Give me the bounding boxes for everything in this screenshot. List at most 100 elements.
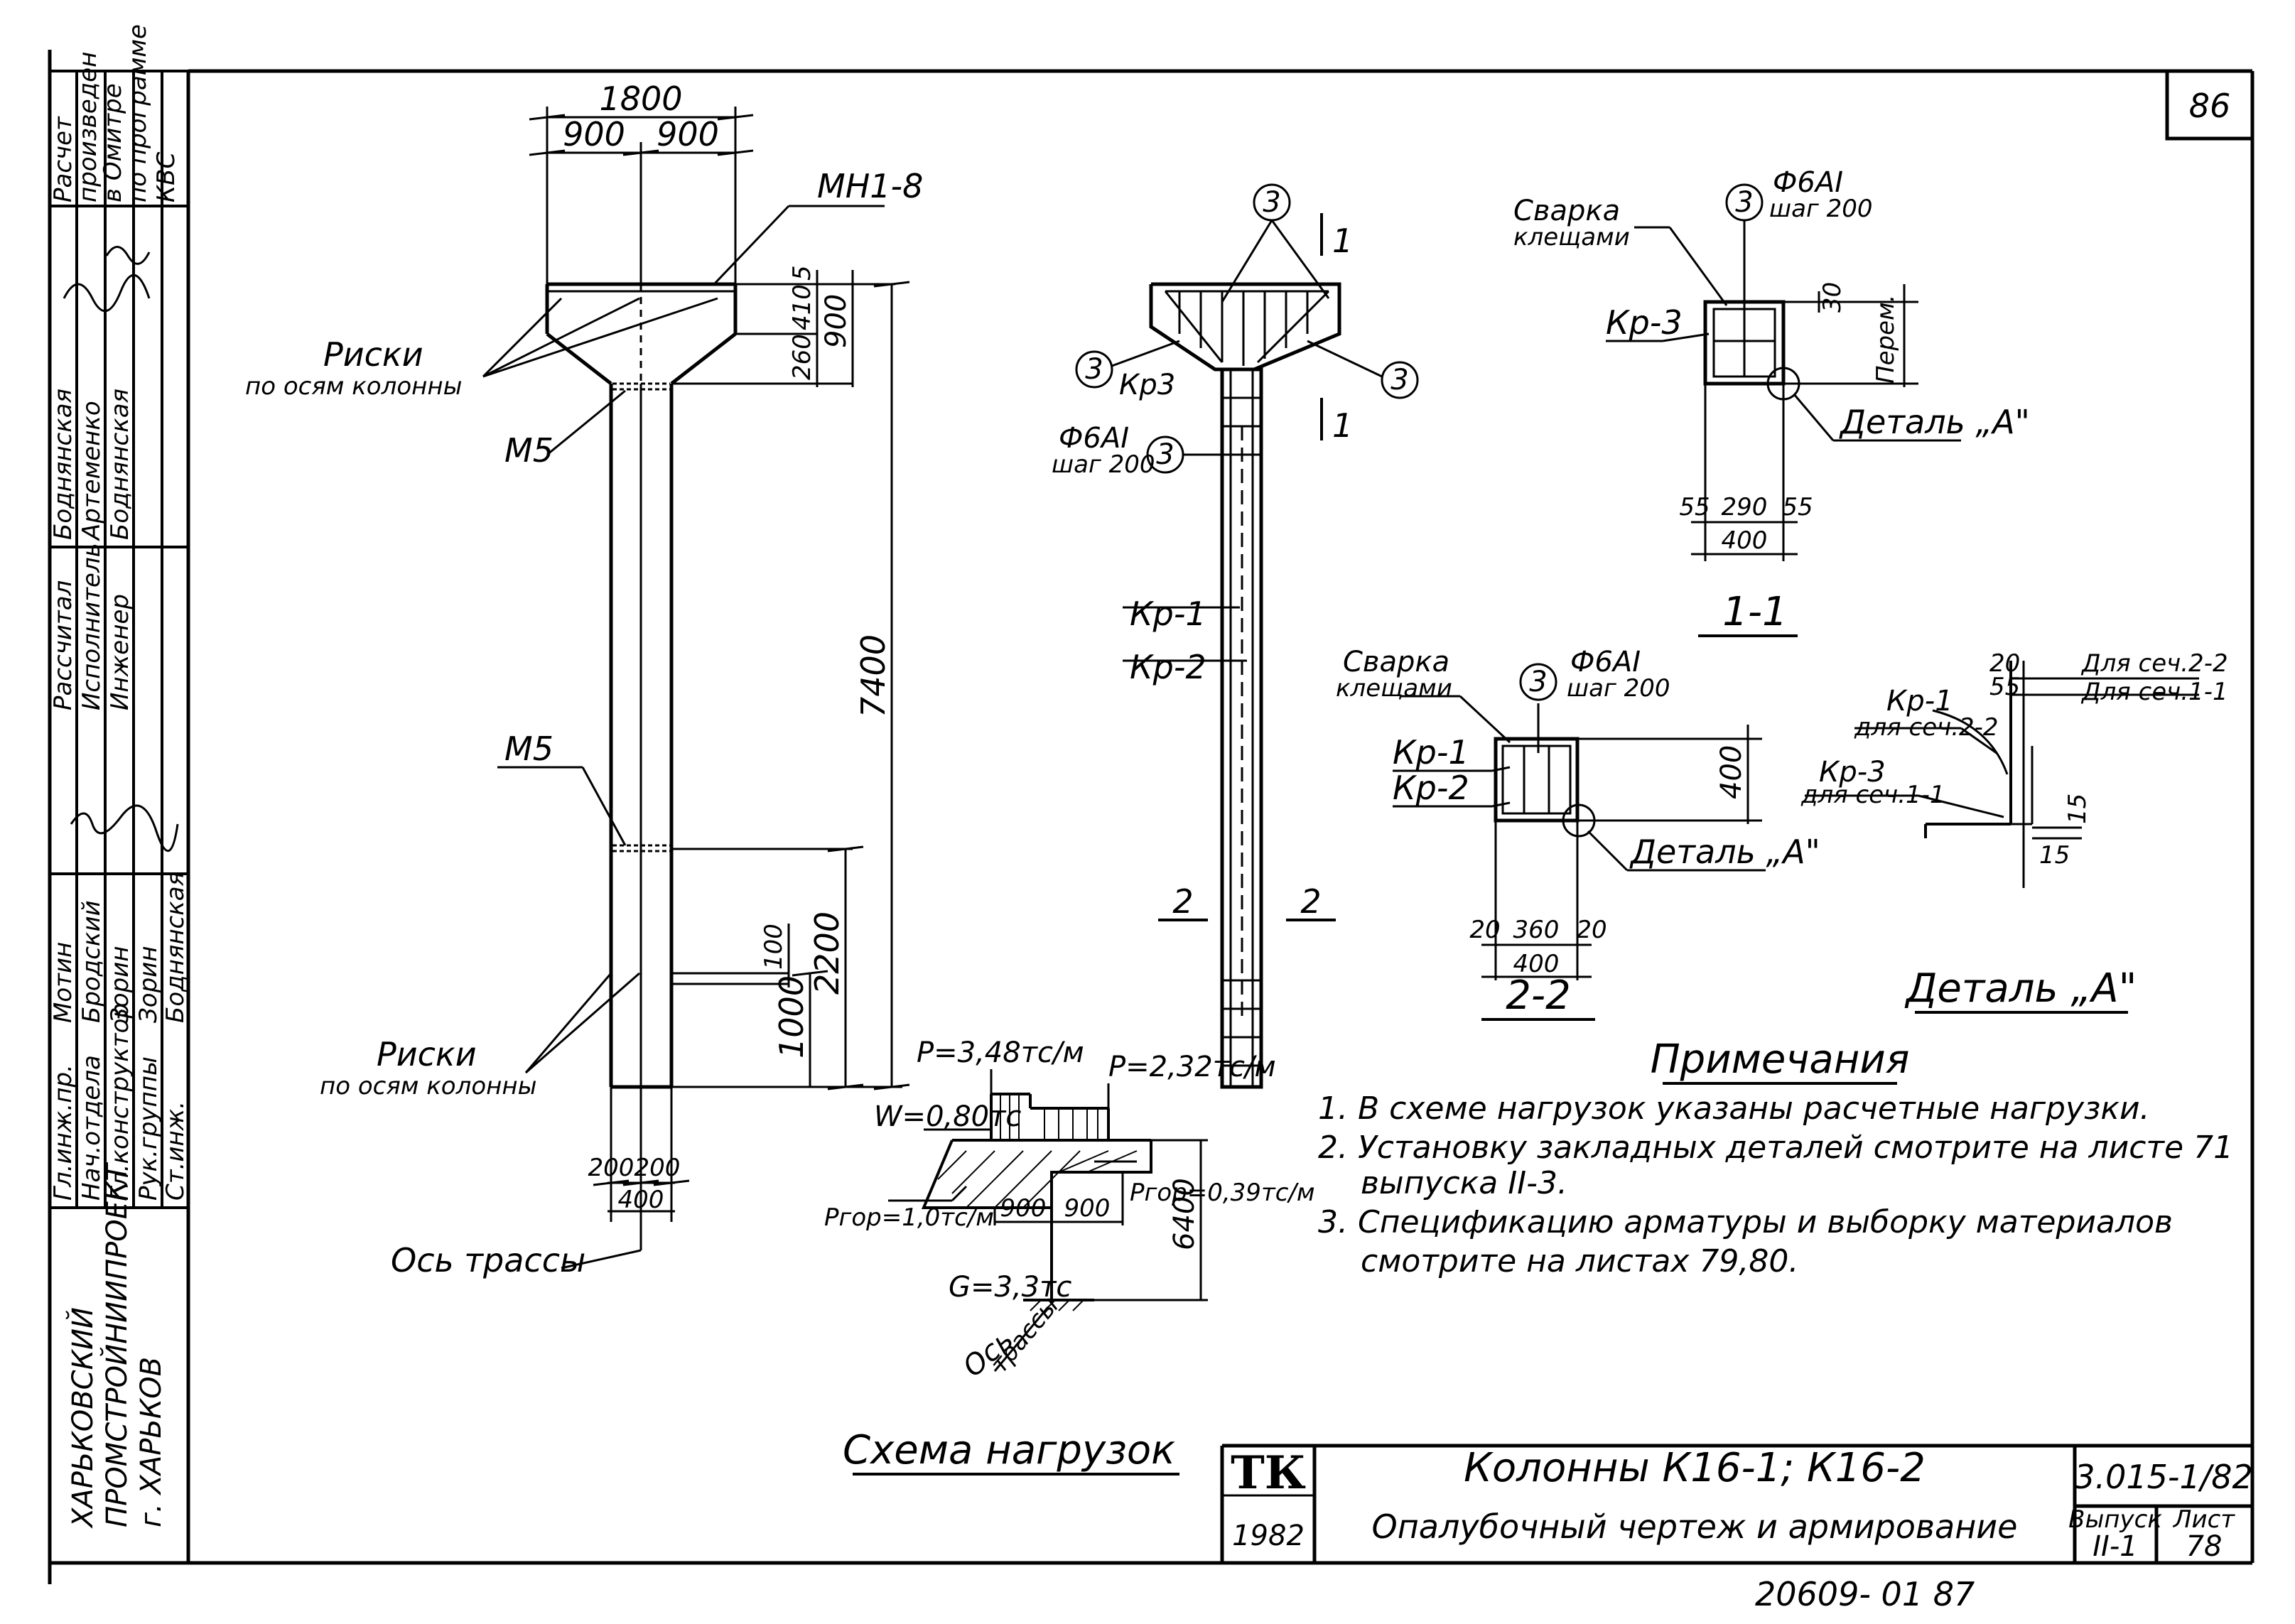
section-2-2-kr1: Кр-1 <box>1393 733 1469 772</box>
load-p1: P=3,48тс/м <box>917 1036 1084 1069</box>
tk-year: 1982 <box>1232 1520 1305 1552</box>
label-phi: Ф6АI <box>1059 422 1129 455</box>
section-2-2: 3 Ф6АI шаг 200 Сварка клещами Кр-1 Кр-2 … <box>1336 646 1820 1021</box>
label-riski-bottom-sub: по осям колонны <box>320 1072 536 1100</box>
load-g: G=3,3тс <box>949 1271 1071 1304</box>
detail-a-title: Деталь „А" <box>1904 965 2137 1012</box>
dim-1800: 1800 <box>599 80 682 118</box>
sheet-frame <box>48 50 2254 1584</box>
detail-a-for11: Для сеч.1-1 <box>2080 678 2228 706</box>
section-mark-2-right: 2 <box>1300 882 1321 921</box>
detail-a-d55: 55 <box>1989 673 2020 701</box>
section-2-2-title: 2-2 <box>1506 973 1570 1019</box>
stamp-name: Бродский <box>77 900 106 1023</box>
stamp-name: Боднянская <box>106 389 134 540</box>
stamp-role: Ст.инж. <box>161 1101 190 1201</box>
section-2-2-kr2: Кр-2 <box>1393 769 1469 807</box>
section-1-1-perem: Перем. <box>1872 295 1900 384</box>
dim-55-left: 55 <box>1679 493 1710 521</box>
dim-100: 100 <box>760 924 788 970</box>
detail-a-for22: Для сеч.2-2 <box>2080 649 2228 678</box>
dim-410: 410 <box>788 284 816 330</box>
stamp-role: Рук.группы <box>134 1056 163 1201</box>
dim-200-b: 200 <box>634 1154 681 1182</box>
stamp-role: Гл.инж.пр. <box>49 1064 77 1201</box>
section-2-2-d400: 400 <box>1715 745 1748 799</box>
stamp-name: Боднянская <box>49 389 77 540</box>
dim-900-height: 900 <box>820 294 853 348</box>
calc-note: по программе <box>124 24 152 202</box>
load-d6400: 6400 <box>1168 1178 1201 1250</box>
org-name-3: г. ХАРЬКОВ <box>135 1357 168 1527</box>
column-elevation: 1800 900 900 5 410 260 900 7400 100 2200… <box>245 80 923 1279</box>
label-kr2: Кр-2 <box>1130 648 1206 686</box>
label-riski-top: Риски <box>323 335 423 374</box>
dim-900-right: 900 <box>657 115 719 153</box>
title-line-2: Опалубочный чертеж и армирование <box>1372 1507 2018 1546</box>
stamp-role: Инженер <box>106 594 134 710</box>
left-stamp: ХАРЬКОВСКИЙ ПРОМСТРОЙНИИПРОЕКТ г. ХАРЬКО… <box>49 24 190 1529</box>
load-d900-b: 900 <box>1064 1194 1111 1223</box>
dim-2200: 2200 <box>808 911 846 995</box>
stamp-name: Артеменко <box>77 401 106 541</box>
section-1-1-title: 1-1 <box>1722 589 1787 635</box>
callout-3: 3 <box>1156 438 1174 471</box>
dim-200-a: 200 <box>588 1154 634 1182</box>
org-name-1: ХАРЬКОВСКИЙ <box>65 1307 99 1529</box>
label-axis: Ось трассы <box>391 1241 585 1279</box>
load-pgor1: Pгор=1,0тс/м <box>824 1203 994 1232</box>
stamp-role: Рассчитал <box>49 580 77 710</box>
callout-3: 3 <box>1263 186 1280 219</box>
signatures <box>63 246 179 852</box>
stamp-name: Боднянская <box>161 872 190 1023</box>
detail-a-kr3: Кр-3 <box>1819 756 1886 789</box>
stamp-name: Зорин <box>134 946 163 1023</box>
section-1-1-detail: Деталь „А" <box>1839 403 2030 441</box>
note-line: смотрите на листах 79,80. <box>1361 1243 1798 1279</box>
stamp-name: Мотин <box>49 942 77 1023</box>
section-1-1: 3 Ф6АI шаг 200 Сварка клещами Кр-3 30 Пе… <box>1513 166 2030 637</box>
detail-a-d15-a: 15 <box>2063 794 2092 824</box>
section-1-1-kr3: Кр-3 <box>1606 303 1683 342</box>
section-mark-2-left: 2 <box>1172 882 1193 921</box>
note-line: 3. Спецификацию арматуры и выборку матер… <box>1318 1204 2173 1240</box>
load-scheme: P=3,48тс/м P=2,32тс/м W=0,80тс Pгор=1,0т… <box>824 1036 1315 1476</box>
dim-900-left: 900 <box>563 115 625 153</box>
stamp-role: Гл.конструктор <box>106 1003 134 1201</box>
section-2-2-step: шаг 200 <box>1567 674 1670 703</box>
stamp-role: Исполнитель <box>77 543 106 710</box>
section-2-2-phi: Ф6АI <box>1570 646 1641 678</box>
label-kr3: Кр3 <box>1119 369 1175 401</box>
section-mark-1-bottom: 1 <box>1332 406 1353 445</box>
dim-360: 360 <box>1513 916 1560 944</box>
section-2-2-callout: 3 <box>1529 666 1547 698</box>
section-2-2-weld-sub: клещами <box>1336 674 1452 703</box>
sheet-value: 78 <box>2186 1530 2223 1563</box>
section-1-1-weld: Сварка <box>1513 195 1620 227</box>
calc-note: произведен <box>74 52 102 202</box>
doc-code: 3.015-1/82 <box>2074 1458 2253 1496</box>
load-d900-a: 900 <box>1000 1194 1047 1223</box>
detail-a-d15-b: 15 <box>2039 841 2070 870</box>
label-riski-bottom: Риски <box>377 1035 477 1073</box>
section-2-2-detail: Деталь „А" <box>1629 833 1820 871</box>
section-2-2-weld: Сварка <box>1343 646 1449 678</box>
dim-290: 290 <box>1722 493 1768 521</box>
load-scheme-title: Схема нагрузок <box>843 1427 1175 1473</box>
page-number: 86 <box>2189 87 2231 125</box>
label-step: шаг 200 <box>1052 450 1155 479</box>
section-1-1-callout: 3 <box>1735 186 1753 219</box>
detail-a-kr1-sub: для сеч.2-2 <box>1854 713 1999 742</box>
org-name-2: ПРОМСТРОЙНИИПРОЕКТ <box>99 1162 134 1527</box>
section-1-1-step: шаг 200 <box>1769 195 1873 223</box>
section-1-1-phi: Ф6АI <box>1773 166 1843 199</box>
detail-a: 20 55 Для сеч.2-2 Для сеч.1-1 Кр-1 для с… <box>1800 649 2228 1014</box>
note-line: выпуска II-3. <box>1361 1165 1567 1201</box>
dim-55-right: 55 <box>1782 493 1813 521</box>
dim-260: 260 <box>788 334 816 380</box>
callout-3: 3 <box>1390 364 1408 396</box>
label-kr1: Кр-1 <box>1130 595 1206 633</box>
calc-note: в Омитре <box>99 83 127 202</box>
dim-1000: 1000 <box>772 975 811 1059</box>
calc-note: КВС <box>152 152 180 202</box>
